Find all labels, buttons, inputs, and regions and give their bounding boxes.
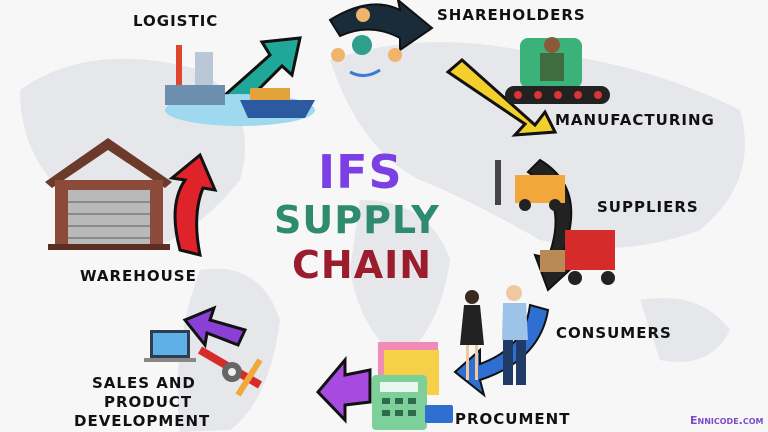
- shareholders-illustration: [331, 8, 402, 77]
- label-consumers: CONSUMERS: [556, 324, 672, 342]
- watermark: Ennicode.com: [690, 414, 764, 427]
- suppliers-illustration: [495, 160, 615, 285]
- title-ifs: IFS: [318, 145, 403, 199]
- label-logistic: LOGISTIC: [133, 12, 219, 30]
- label-sales-line3: DEVELOPMENT: [74, 412, 211, 430]
- manufacturing-illustration: [505, 37, 610, 104]
- arrow-to-sales: [182, 305, 248, 349]
- title-supply: SUPPLY: [274, 198, 440, 242]
- arrow-to-procument: [315, 355, 372, 424]
- label-sales-line2: PRODUCT: [104, 393, 193, 411]
- arrow-to-warehouse: [168, 152, 218, 258]
- consumers-illustration: [460, 285, 528, 385]
- arrow-to-manufacturing: [445, 58, 558, 137]
- logistic-illustration: [165, 45, 315, 126]
- label-suppliers: SUPPLIERS: [597, 198, 699, 216]
- label-procument: PROCUMENT: [455, 410, 571, 428]
- procument-illustration: [372, 342, 453, 430]
- arrow-shareholders: [328, 0, 434, 52]
- label-sales-line1: SALES AND: [92, 374, 196, 392]
- label-shareholders: SHAREHOLDERS: [437, 6, 586, 24]
- title-chain: CHAIN: [292, 243, 433, 287]
- warehouse-illustration: [45, 138, 172, 250]
- sales-illustration: [144, 330, 263, 397]
- label-manufacturing: MANUFACTURING: [555, 111, 715, 129]
- label-warehouse: WAREHOUSE: [80, 267, 197, 285]
